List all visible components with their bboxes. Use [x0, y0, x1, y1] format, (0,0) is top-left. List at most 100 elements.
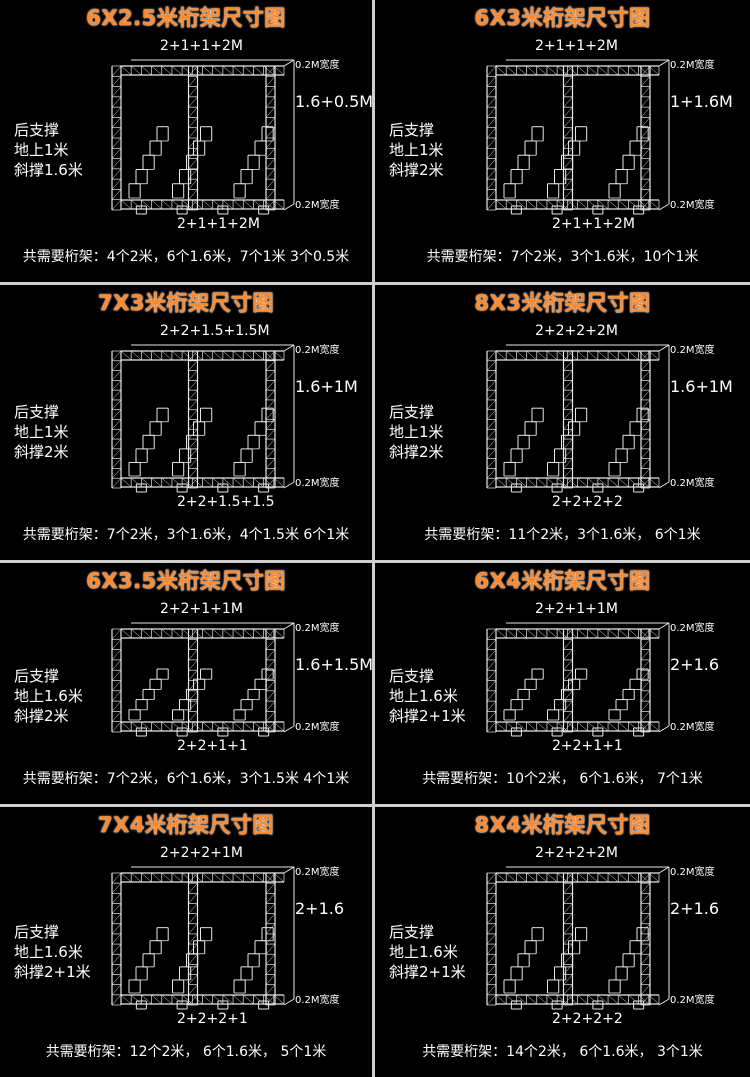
- truss-member: [161, 721, 173, 732]
- truss-member: [486, 680, 497, 691]
- top-span-label: 2+2+1.5+1.5M: [160, 323, 270, 339]
- truss-member: [516, 477, 527, 488]
- truss-member: [265, 954, 276, 965]
- truss-member: [516, 721, 527, 732]
- truss-member: [151, 721, 162, 732]
- truss-member: [188, 106, 198, 118]
- support-line: 斜撑2米: [389, 443, 444, 462]
- truss-member: [141, 721, 152, 732]
- truss-member: [658, 622, 670, 630]
- width-label-top: 0.2M宽度: [295, 345, 340, 356]
- support-line: 后支撑: [14, 121, 60, 140]
- truss-member: [188, 913, 198, 924]
- truss-member: [563, 639, 573, 650]
- top-span-label: 2+2+1+1M: [160, 601, 243, 617]
- truss-member: [111, 199, 122, 211]
- truss-drawing: [111, 622, 295, 737]
- truss-member: [111, 148, 122, 159]
- requirement-text: 共需要桁架：7个2米，3个1.6米，10个1米: [426, 249, 699, 265]
- truss-member: [111, 137, 122, 149]
- truss-member: [265, 872, 276, 884]
- truss-member: [640, 96, 651, 108]
- truss-member: [265, 168, 276, 180]
- truss-member: [141, 628, 152, 639]
- width-label-bottom: 0.2M宽度: [670, 722, 715, 733]
- panel-title: 6X2.5米桁架尺寸图: [86, 6, 286, 30]
- truss-member: [486, 158, 497, 170]
- truss-member: [640, 168, 651, 180]
- truss-member: [188, 350, 198, 361]
- support-note: 后支撑 地上1.6米 斜撑2+1米: [14, 922, 91, 982]
- truss-member: [587, 994, 599, 1005]
- truss-member: [563, 86, 573, 98]
- truss-member: [526, 994, 537, 1005]
- truss-member: [265, 994, 276, 1006]
- truss-member: [131, 477, 142, 488]
- truss-member: [265, 700, 276, 712]
- truss-member: [640, 360, 651, 371]
- truss-member: [486, 199, 497, 211]
- truss-member: [111, 882, 122, 894]
- truss-member: [597, 199, 609, 210]
- truss-member: [618, 477, 629, 488]
- truss-member: [486, 350, 497, 361]
- truss-member: [188, 189, 198, 200]
- truss-member: [546, 628, 558, 639]
- truss-member: [161, 350, 173, 361]
- truss-member: [265, 659, 276, 671]
- truss-member: [640, 448, 651, 459]
- truss-member: [658, 59, 670, 67]
- truss-member: [120, 628, 132, 639]
- truss-member: [587, 350, 599, 361]
- truss-member: [563, 199, 573, 211]
- truss-member: [188, 711, 198, 722]
- truss-member: [232, 994, 244, 1005]
- requirement-text: 共需要桁架：7个2米，3个1.6米，4个1.5米 6个1米: [22, 527, 350, 543]
- truss-drawing: [111, 866, 295, 1010]
- truss-member: [546, 721, 558, 732]
- support-line: 后支撑: [389, 667, 435, 686]
- truss-member: [597, 477, 609, 488]
- truss-member: [265, 117, 276, 128]
- truss-member: [577, 199, 588, 210]
- truss-member: [486, 659, 497, 671]
- truss-member: [263, 65, 274, 76]
- truss-member: [243, 350, 254, 361]
- truss-member: [243, 628, 254, 639]
- truss-member: [131, 65, 142, 76]
- support-note: 后支撑 地上1.6米 斜撑2+1米: [389, 922, 466, 982]
- truss-member: [111, 458, 122, 469]
- truss-member: [563, 903, 573, 914]
- truss-member: [506, 994, 517, 1005]
- truss-member: [563, 370, 573, 381]
- truss-member: [658, 344, 670, 352]
- requirement-text: 共需要桁架：10个2米， 6个1.6米， 7个1米: [422, 771, 703, 787]
- truss-member: [131, 994, 142, 1005]
- truss-member: [597, 65, 609, 76]
- truss-member: [171, 65, 183, 76]
- truss-member: [486, 923, 497, 935]
- truss-member: [486, 882, 497, 894]
- width-label-bottom: 0.2M宽度: [670, 995, 715, 1006]
- truss-member: [265, 350, 276, 361]
- top-span-label: 2+2+2+1M: [160, 845, 243, 861]
- width-label-bottom: 0.2M宽度: [295, 200, 340, 211]
- truss-member: [265, 943, 276, 955]
- truss-member: [563, 913, 573, 924]
- truss-member: [283, 203, 295, 211]
- truss-member: [577, 65, 588, 76]
- truss-member: [640, 199, 651, 211]
- truss-member: [188, 117, 198, 128]
- height-label: 1.6+1.5M: [295, 655, 372, 674]
- truss-member: [563, 649, 573, 661]
- truss-member: [161, 477, 173, 488]
- truss-member: [171, 721, 183, 732]
- truss-member: [640, 178, 651, 190]
- truss-member: [640, 106, 651, 118]
- truss-member: [111, 680, 122, 691]
- bottom-span-label: 2+1+1+2M: [177, 216, 260, 232]
- truss-member: [563, 721, 573, 733]
- truss-member: [506, 65, 517, 76]
- truss-member: [486, 690, 497, 702]
- truss-member: [536, 872, 548, 883]
